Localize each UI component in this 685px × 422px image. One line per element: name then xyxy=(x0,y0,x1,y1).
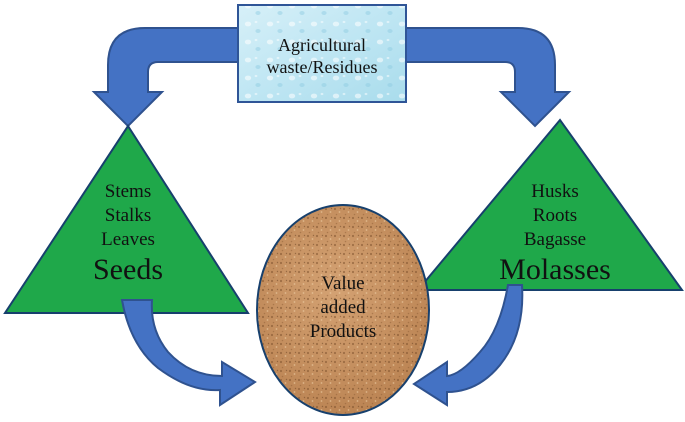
center-line-added: added xyxy=(320,297,366,318)
source-label-line2: waste/Residues xyxy=(266,57,378,77)
right-triangle xyxy=(415,118,684,291)
source-label-line1: Agricultural xyxy=(278,35,366,55)
right-item-husks: Husks xyxy=(531,181,579,202)
right-item-roots: Roots xyxy=(532,205,578,226)
left-item-stalks: Stalks xyxy=(104,205,152,226)
arrow-box-to-left xyxy=(91,27,241,128)
arrow-right-to-center xyxy=(412,284,524,407)
left-item-leaves: Leaves xyxy=(101,229,155,250)
right-item-bagasse: Bagasse xyxy=(523,229,587,250)
center-line-products: Products xyxy=(309,321,377,342)
arrow-left-to-center xyxy=(120,299,257,407)
center-line-value: Value xyxy=(321,273,365,294)
left-item-stems: Stems xyxy=(104,181,152,202)
right-main-label: Molasses xyxy=(499,253,611,286)
left-main-label: Seeds xyxy=(93,253,163,286)
arrow-box-to-right xyxy=(399,27,572,128)
